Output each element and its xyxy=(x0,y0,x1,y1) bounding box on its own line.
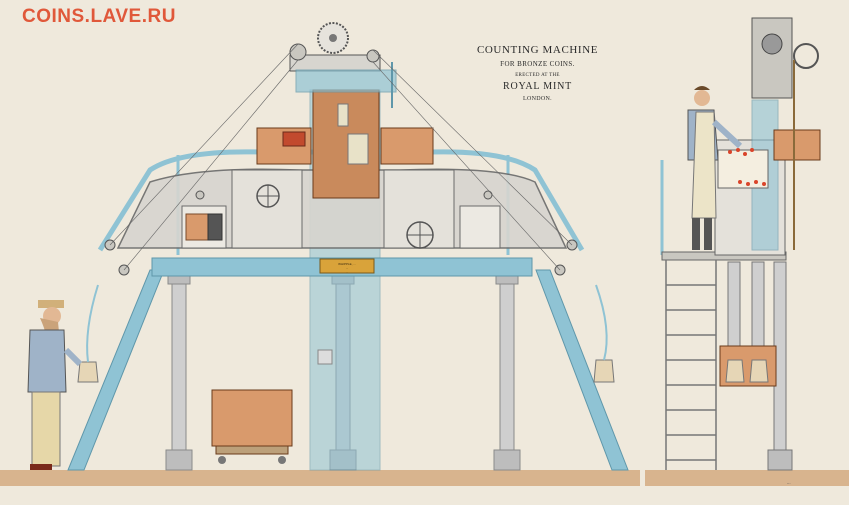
plaque-line: ... xyxy=(345,270,349,274)
plaque-line: WHIPPLE, ... xyxy=(338,262,356,266)
small-jar xyxy=(337,103,349,127)
side-hopper-box xyxy=(773,129,821,161)
title-line-3: ERECTED AT THE xyxy=(515,73,560,78)
copper-drum xyxy=(185,213,223,241)
worker-left xyxy=(27,300,83,470)
panel-3 xyxy=(383,169,455,249)
hand-wheel-right xyxy=(406,221,434,249)
side-box-right xyxy=(380,127,434,165)
title-line-5: LONDON. xyxy=(523,96,552,102)
title-line-4: ROYAL MINT xyxy=(502,81,572,92)
floor-right xyxy=(645,470,849,486)
top-pulley-right xyxy=(366,49,380,63)
coin-bin xyxy=(717,149,769,189)
front-elevation xyxy=(27,22,629,471)
coin-trolley xyxy=(211,389,293,464)
right-slanted-leg xyxy=(535,269,629,471)
column-left xyxy=(165,275,193,471)
hand-wheel-left xyxy=(256,184,280,208)
saw-gear xyxy=(317,22,349,54)
maker-plaque xyxy=(319,258,375,274)
coin-jar xyxy=(347,133,369,165)
side-elevation xyxy=(660,17,821,471)
artist-signature: ... xyxy=(787,481,791,486)
coin-tray xyxy=(282,131,306,147)
top-pulley-left xyxy=(289,43,307,61)
title-block: COUNTING MACHINE FOR BRONZE COINS. ERECT… xyxy=(455,44,620,102)
plaque-line: ... xyxy=(345,266,349,270)
title-line-2: FOR BRONZE COINS. xyxy=(500,60,575,68)
watermark: COINS.LAVE.RU xyxy=(22,6,176,27)
plaque-text: WHIPPLE, ... ... ... xyxy=(322,262,372,274)
floor-left xyxy=(0,470,640,486)
worker-right xyxy=(687,86,743,250)
panel-2 xyxy=(231,169,303,249)
coin-bag-right xyxy=(593,359,615,383)
ladder xyxy=(665,260,717,470)
column-right xyxy=(493,275,521,471)
panel-4 xyxy=(459,205,501,249)
coin-bag-left xyxy=(77,361,99,383)
side-top-housing xyxy=(751,17,793,99)
drive-belts xyxy=(109,43,573,271)
title-line-1: COUNTING MACHINE xyxy=(476,44,599,56)
coins-red xyxy=(728,148,766,186)
